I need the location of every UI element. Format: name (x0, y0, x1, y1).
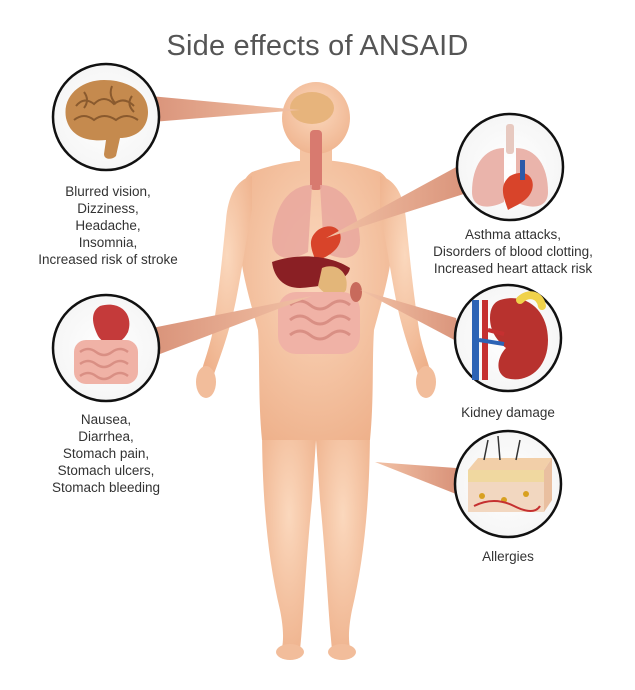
pointer-lungs-heart (326, 165, 470, 238)
pointer-kidney (360, 290, 462, 344)
brain-icon (51, 62, 161, 172)
left-lung (272, 185, 312, 258)
brain-effect-line: Increased risk of stroke (38, 252, 178, 267)
left-foot (276, 644, 304, 660)
pointer-digestive (152, 296, 312, 354)
skin-layers-icon (453, 429, 563, 539)
kidney-effect-line: Kidney damage (461, 405, 555, 420)
brain-effects-label: Blurred vision, Dizziness, Headache, Ins… (28, 183, 188, 268)
right-foot (328, 644, 356, 660)
intestines-shape (278, 292, 360, 354)
digestive-effect-line: Stomach bleeding (51, 480, 161, 495)
brain-shape (290, 92, 334, 124)
skin-effect-line: Allergies (482, 549, 534, 564)
lungs-heart-icon (455, 112, 565, 222)
skin-effects-label: Allergies (448, 548, 568, 565)
digestive-effect-line: Stomach ulcers, (57, 463, 155, 478)
lungs-heart-effect-line: Increased heart attack risk (433, 261, 593, 276)
stomach-intestines-icon (51, 293, 161, 403)
left-leg (262, 425, 316, 650)
pointer-brain (150, 96, 300, 122)
left-hand (196, 366, 216, 398)
digestive-effect-line: Stomach pain, (62, 446, 150, 461)
brain-effect-line: Headache, (75, 218, 141, 233)
stomach-shape (318, 266, 347, 296)
right-arm (380, 176, 430, 374)
right-hand (416, 366, 436, 398)
brain-effect-line: Blurred vision, (65, 184, 151, 199)
human-body (196, 82, 436, 660)
kidney-effects-label: Kidney damage (438, 404, 578, 421)
lungs-heart-effects-label: Asthma attacks, Disorders of blood clott… (418, 226, 608, 277)
page-title: Side effects of ANSAID (166, 30, 469, 62)
lungs-heart-effect-line: Asthma attacks, (464, 227, 562, 242)
throat (310, 130, 322, 190)
kidney-icon (453, 283, 563, 393)
right-leg (316, 425, 370, 650)
pointer-skin (375, 462, 456, 494)
brain-effect-line: Insomnia, (78, 235, 138, 250)
digestive-effect-line: Nausea, (80, 412, 132, 427)
body-kidney (350, 282, 362, 302)
pointers (150, 96, 470, 494)
lungs-heart-effect-line: Disorders of blood clotting, (433, 244, 593, 259)
digestive-effects-label: Nausea, Diarrhea, Stomach pain, Stomach … (36, 411, 176, 496)
digestive-effect-line: Diarrhea, (78, 429, 134, 444)
brain-effect-line: Dizziness, (77, 201, 139, 216)
